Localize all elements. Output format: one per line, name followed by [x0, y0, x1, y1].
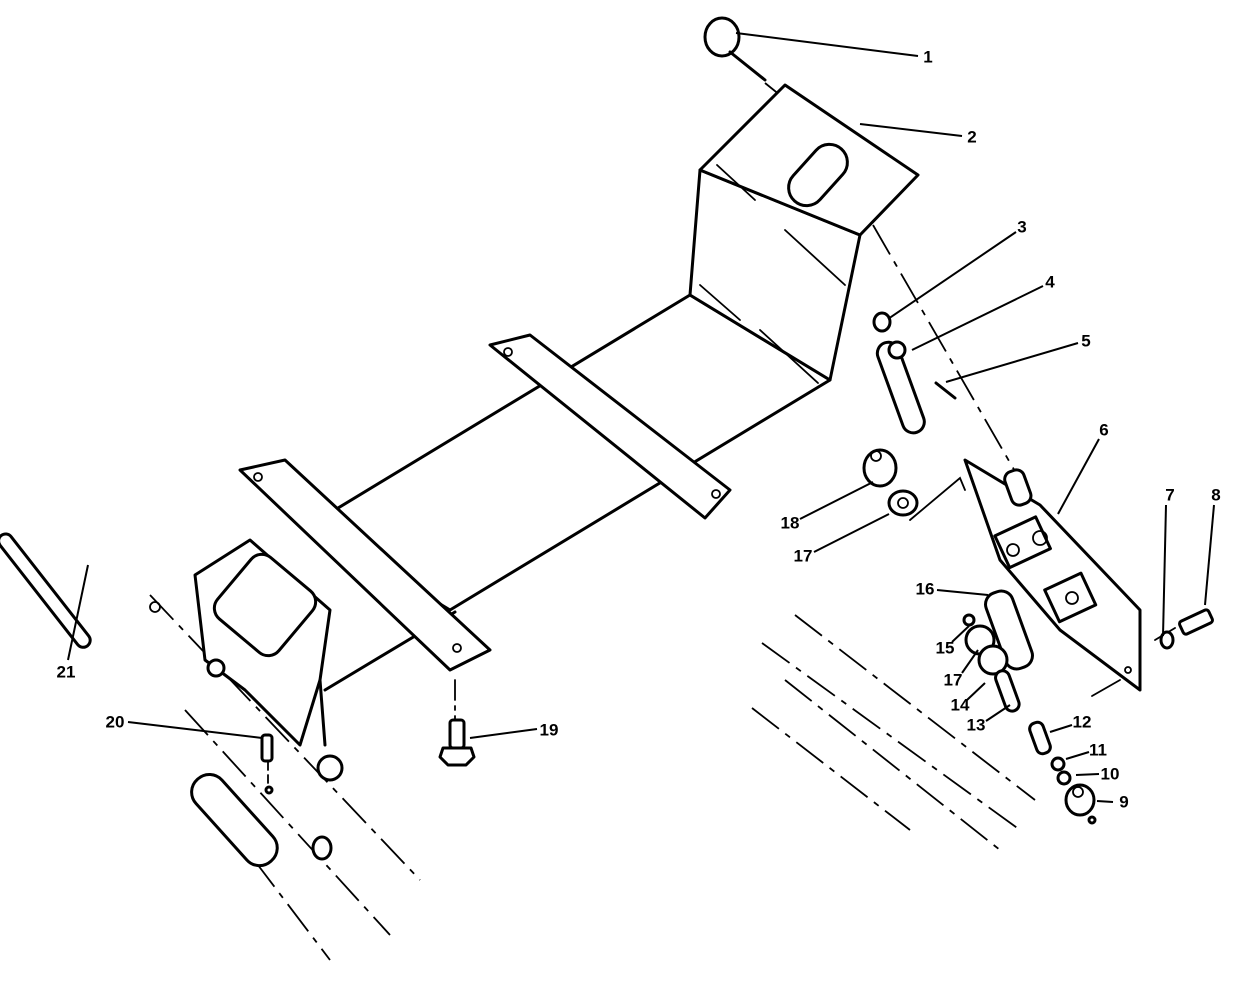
part-12-spring [1028, 720, 1052, 756]
callout-8: 8 [1211, 485, 1221, 505]
part-14-fitting [977, 644, 1009, 676]
part-3-cap [872, 311, 892, 333]
frame-assembly [193, 83, 920, 782]
callout-20: 20 [105, 712, 125, 732]
part-6-bracket [963, 458, 1142, 692]
callout-13: 13 [966, 715, 986, 735]
callout-4: 4 [1045, 272, 1055, 292]
callout-1: 1 [923, 47, 933, 67]
callout-6: 6 [1099, 420, 1109, 440]
callout-12: 12 [1072, 712, 1092, 732]
callout-14: 14 [950, 695, 970, 715]
part-18-bumper [862, 448, 898, 488]
callout-17-upper: 17 [793, 546, 813, 566]
callout-11: 11 [1089, 740, 1107, 760]
leader-lines [67, 32, 1215, 803]
part-4-sleeve [875, 340, 926, 435]
callout-2: 2 [967, 127, 977, 147]
callout-10: 10 [1100, 764, 1120, 784]
hidden-shaft [190, 772, 333, 868]
part-9-cap [1064, 783, 1097, 825]
part-16-spring [984, 589, 1034, 671]
callout-16: 16 [915, 579, 935, 599]
callout-5: 5 [1081, 331, 1091, 351]
callout-19: 19 [539, 720, 559, 740]
callout-3: 3 [1017, 217, 1027, 237]
part-1-ring-pin [703, 16, 767, 82]
part-19-bolt [438, 718, 476, 767]
callout-17-lower: 17 [943, 670, 963, 690]
part-5-pin [934, 381, 957, 400]
part-13-plunger [994, 669, 1021, 713]
part-21-shaft [0, 532, 161, 649]
part-20-roll-pin [260, 733, 274, 795]
callout-21: 21 [56, 662, 76, 682]
part-17-nut-upper [887, 489, 919, 517]
callout-15: 15 [935, 638, 955, 658]
callout-9: 9 [1119, 792, 1129, 812]
part-8-bolt [1178, 608, 1214, 636]
part-11-ball [1050, 756, 1066, 772]
part-15-ball [962, 613, 976, 627]
callout-18: 18 [780, 513, 800, 533]
part-10-oring [1056, 770, 1072, 786]
callout-7: 7 [1165, 485, 1175, 505]
